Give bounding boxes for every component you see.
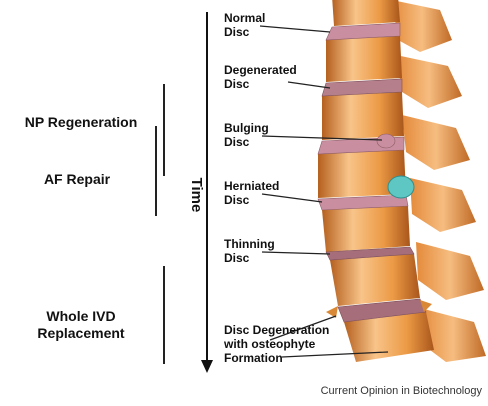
ivd-line-1: Whole IVD (10, 308, 152, 325)
stage-line: Herniated (224, 179, 279, 193)
ivd-replacement-bracket (163, 266, 165, 364)
ivd-line-2: Replacement (10, 325, 152, 342)
stage-line: Disc (224, 135, 269, 149)
stage-line: Disc (224, 251, 275, 265)
stage-line: Normal (224, 11, 265, 25)
time-axis-label: Time (187, 165, 205, 225)
stage-line: Thinning (224, 237, 275, 251)
bulge-marker (377, 134, 395, 148)
stage-herniated-disc: Herniated Disc (224, 179, 279, 207)
np-regeneration-bracket (163, 84, 165, 176)
stage-line: Disc (224, 25, 265, 39)
stage-thinning-disc: Thinning Disc (224, 237, 275, 265)
stage-line: Disc (224, 193, 279, 207)
stage-line: Bulging (224, 121, 269, 135)
stage-line: Disc (224, 77, 297, 91)
herniation-marker (388, 176, 414, 198)
stage-line: Formation (224, 351, 329, 365)
stage-normal-disc: Normal Disc (224, 11, 265, 39)
whole-ivd-replacement-label: Whole IVD Replacement (10, 308, 152, 342)
stage-bulging-disc: Bulging Disc (224, 121, 269, 149)
stage-line: Degenerated (224, 63, 297, 77)
stage-degenerated-disc: Degenerated Disc (224, 63, 297, 91)
stage-line: with osteophyte (224, 337, 329, 351)
stage-osteophyte-disc: Disc Degeneration with osteophyte Format… (224, 323, 329, 365)
stage-line: Disc Degeneration (224, 323, 329, 337)
af-repair-bracket (155, 126, 157, 216)
source-caption: Current Opinion in Biotechnology (321, 385, 482, 397)
af-repair-label: AF Repair (12, 171, 142, 188)
np-regeneration-label: NP Regeneration (6, 114, 156, 131)
